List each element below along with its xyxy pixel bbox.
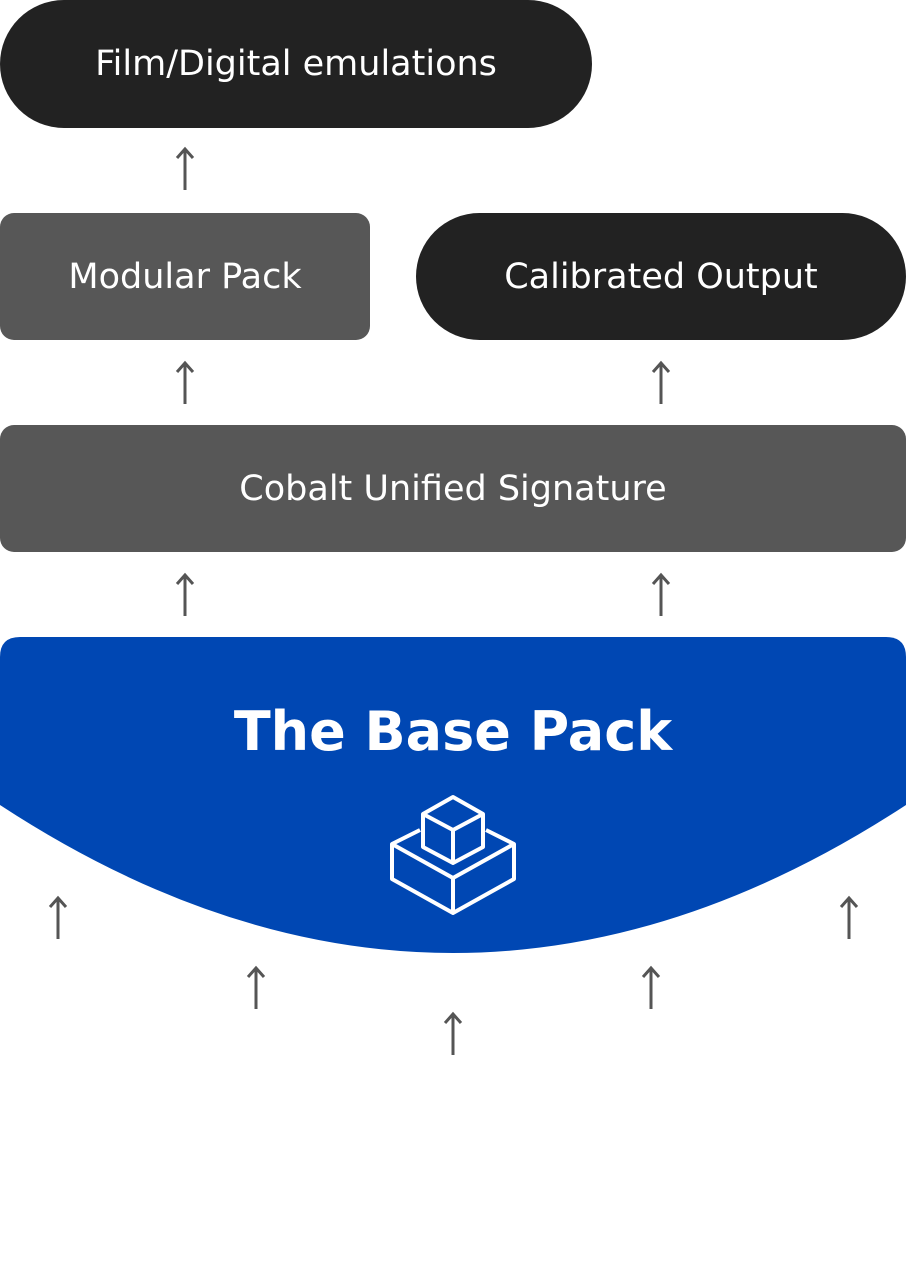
node-calibrated-output: Calibrated Output (416, 213, 906, 340)
node-label: Modular Pack (68, 256, 302, 297)
node-base-pack-title: The Base Pack (233, 700, 673, 763)
node-film-digital-emulations: Film/Digital emulations (0, 0, 592, 128)
arrow-up-icon (48, 895, 68, 939)
arrow-up-icon (175, 572, 195, 616)
node-cobalt-unified-signature: Cobalt Unified Signature (0, 425, 906, 552)
node-label: Cobalt Unified Signature (239, 468, 667, 509)
arrow-up-icon (175, 146, 195, 190)
node-base-pack-shape (0, 637, 906, 953)
arrow-up-icon (443, 1011, 463, 1055)
arrow-up-icon (839, 895, 859, 939)
node-label: Film/Digital emulations (95, 44, 497, 84)
arrow-up-icon (651, 360, 671, 404)
arrow-up-icon (651, 572, 671, 616)
node-modular-pack: Modular Pack (0, 213, 370, 340)
arrow-up-icon (641, 965, 661, 1009)
arrow-up-icon (175, 360, 195, 404)
stacked-boxes-icon (390, 795, 516, 915)
node-label: Calibrated Output (504, 256, 818, 297)
arrow-up-icon (246, 965, 266, 1009)
